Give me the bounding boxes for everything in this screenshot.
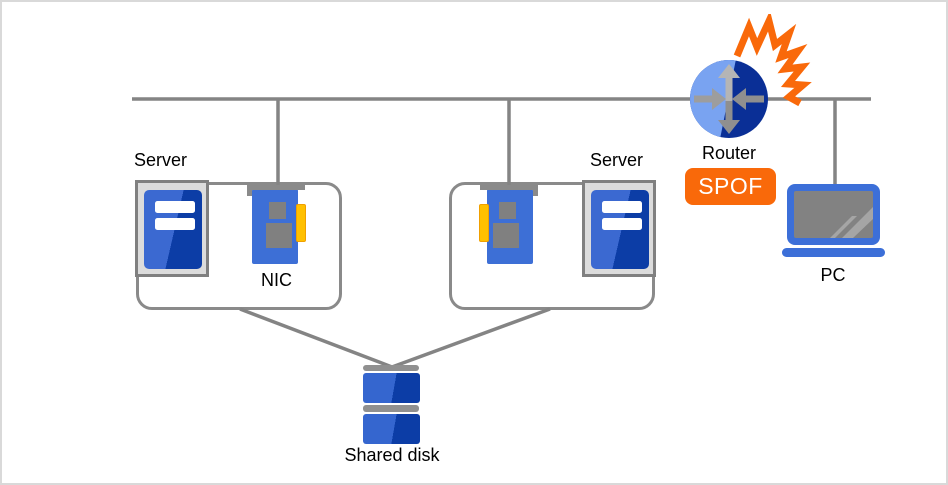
disk-top-bar [363,365,419,371]
router-icon [690,60,768,138]
server-slot [155,218,195,230]
router-label: Router [701,143,757,163]
pc-screen-glare [830,207,873,238]
nic-chip-big [266,223,292,248]
nic-label: NIC [261,270,292,290]
nic-chip-big [493,223,519,248]
nic-1-icon [247,185,306,265]
spof-badge: SPOF [685,168,776,205]
nic-edge-connector [479,204,489,242]
nic-bracket [247,185,305,190]
pc-base [782,248,885,257]
disk-platter [363,373,420,403]
explosion-icon [733,14,812,107]
server-1-icon [135,180,209,277]
server-slot [155,201,195,213]
nic-card [252,189,298,264]
nic-bracket-hook [533,185,538,196]
disk-line-from-group-2 [391,307,551,369]
disk-line-from-group-1 [239,307,393,369]
nic-chip-small [499,202,516,219]
nic-card [487,189,533,264]
spof-badge-text: SPOF [698,173,763,199]
disk-platter [363,414,420,444]
disk-mid-bar [363,405,419,412]
server-2-label: Server [590,150,644,170]
nic-2-icon [479,185,538,265]
nic-bracket-hook [247,185,252,196]
server-tower [591,190,649,269]
pc-screen [794,191,873,238]
server-slot [602,218,642,230]
server-tower [144,190,202,269]
nic-edge-connector [296,204,306,242]
server-1-label: Server [134,150,188,170]
server-slot [602,201,642,213]
pc-icon [787,184,880,245]
nic-chip-small [269,202,286,219]
shared-disk-label: Shared disk [344,445,440,465]
nic-bracket [480,185,538,190]
pc-label: PC [820,265,846,285]
server-2-icon [582,180,656,277]
